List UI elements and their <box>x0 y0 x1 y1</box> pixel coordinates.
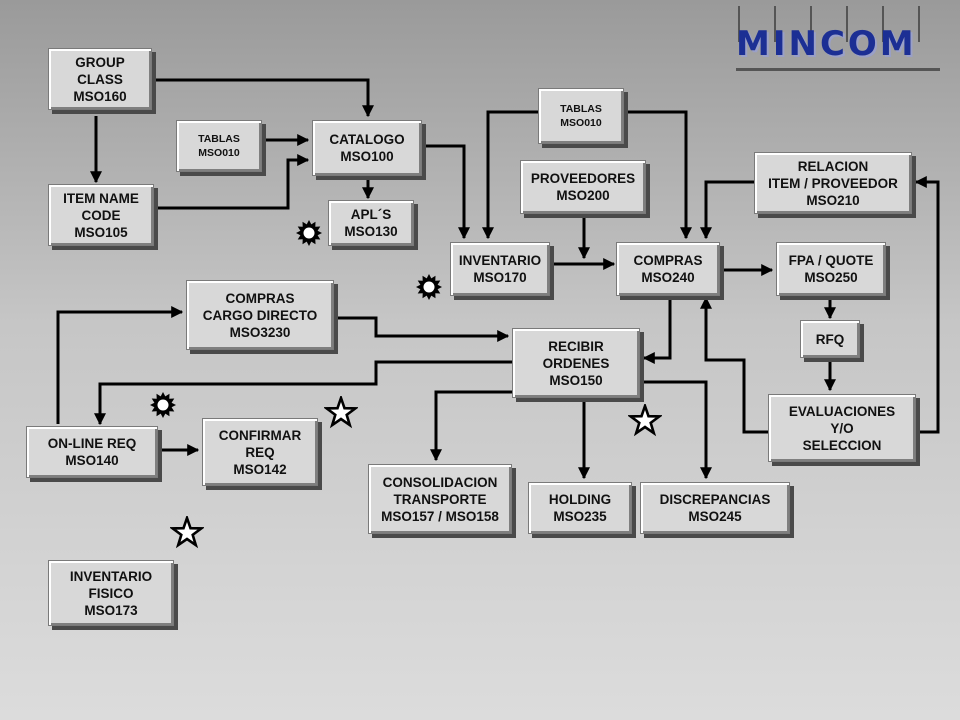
tablas-left-box: TABLAS MSO010 <box>176 120 262 172</box>
proveedores-box: PROVEEDORES MSO200 <box>520 160 646 214</box>
item-name-code-box: ITEM NAME CODE MSO105 <box>48 184 154 246</box>
arrow-recibir-to-consolidacion <box>430 390 512 462</box>
recibir-box: RECIBIR ORDENES MSO150 <box>512 328 640 398</box>
online-req-box: ON-LINE REQ MSO140 <box>26 426 158 478</box>
compras-cargo-box: COMPRAS CARGO DIRECTO MSO3230 <box>186 280 334 350</box>
fpa-quote-box: FPA / QUOTE MSO250 <box>776 242 886 296</box>
arrow-relacion-to-compras <box>700 180 754 240</box>
arrow-cargo-to-recibir <box>336 316 510 342</box>
arrow-evaluaciones-to-compras <box>700 296 768 434</box>
holding-box: HOLDING MSO235 <box>528 482 632 534</box>
arrow-itemname-to-catalogo <box>157 154 310 210</box>
rfq-box: RFQ <box>800 320 860 358</box>
arrow-compras-to-recibir <box>642 298 672 364</box>
tablas-top-box: TABLAS MSO010 <box>538 88 624 144</box>
star-icon <box>628 404 662 437</box>
confirmar-box: CONFIRMAR REQ MSO142 <box>202 418 318 486</box>
arrow-catalogo-to-inventario <box>424 144 470 240</box>
arrow-online-to-cargo <box>56 306 184 424</box>
logo-rule <box>736 68 940 71</box>
logo-text: MINCOM <box>736 24 917 64</box>
sun-icon <box>296 220 322 246</box>
arrow-tablas-to-inventario <box>482 110 538 240</box>
arrow-recibir-to-discrepancias <box>644 380 712 480</box>
inventario-fisico-box: INVENTARIO FISICO MSO173 <box>48 560 174 626</box>
sun-icon <box>150 392 176 418</box>
discrepancias-box: DISCREPANCIAS MSO245 <box>640 482 790 534</box>
apls-box: APL´S MSO130 <box>328 200 414 246</box>
compras-box: COMPRAS MSO240 <box>616 242 720 296</box>
relacion-box: RELACION ITEM / PROVEEDOR MSO210 <box>754 152 912 214</box>
arrow-recibir-to-online <box>94 360 512 426</box>
inventario-box: INVENTARIO MSO170 <box>450 242 550 296</box>
catalogo-box: CATALOGO MSO100 <box>312 120 422 176</box>
arrow-group-to-catalogo <box>155 78 374 118</box>
arrow-evaluaciones-to-relacion <box>914 176 940 434</box>
evaluaciones-box: EVALUACIONES Y/O SELECCION <box>768 394 916 462</box>
mincom-logo: MINCOM <box>732 2 946 84</box>
logo-bars <box>738 6 920 42</box>
arrow-tablas-to-compras <box>625 110 692 240</box>
star-icon <box>324 396 358 429</box>
consolidacion-box: CONSOLIDACION TRANSPORTE MSO157 / MSO158 <box>368 464 512 534</box>
group-class-box: GROUP CLASS MSO160 <box>48 48 152 110</box>
star-icon <box>170 516 204 549</box>
sun-icon <box>416 274 442 300</box>
